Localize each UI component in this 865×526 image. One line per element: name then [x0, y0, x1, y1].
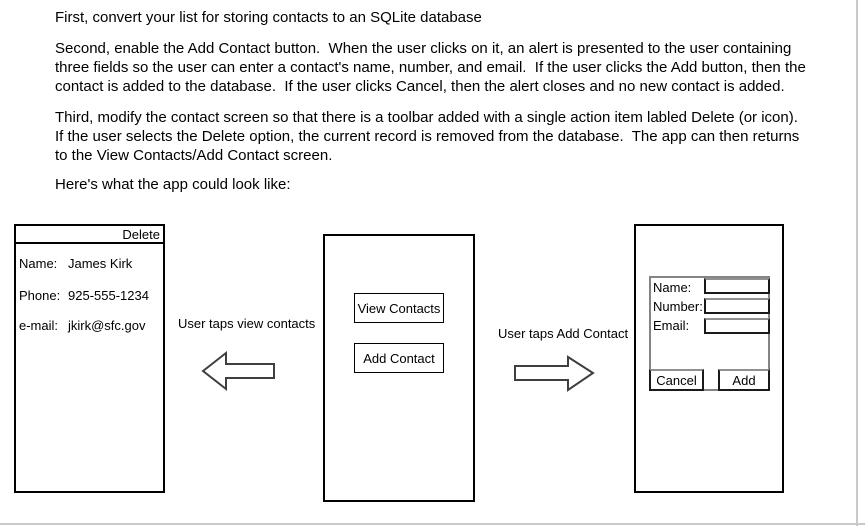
- add-contact-alert: Name: Number: Email: Cancel Add: [649, 276, 770, 391]
- add-contact-button[interactable]: Add Contact: [354, 343, 444, 373]
- contact-field-row: Phone: 925-555-1234: [19, 288, 161, 303]
- transition-left-label: User taps view contacts: [178, 316, 316, 331]
- instructions-paragraph-4: Here's what the app could look like:: [55, 175, 291, 194]
- text-line: contact is added to the database. If the…: [55, 78, 785, 95]
- contact-toolbar: Delete: [16, 226, 163, 244]
- instructions-paragraph-3: Third, modify the contact screen so that…: [55, 108, 799, 165]
- contact-field-label: Name:: [19, 256, 58, 271]
- dialog-field-label: Name:: [653, 280, 692, 295]
- contact-field-row: Name: James Kirk: [19, 256, 161, 271]
- instructions-paragraph-2: Second, enable the Add Contact button. W…: [55, 39, 806, 96]
- view-contacts-button[interactable]: View Contacts: [354, 293, 444, 323]
- left-arrow-icon: [201, 350, 275, 392]
- dialog-field-label: Email:: [653, 318, 690, 333]
- text-line: Third, modify the contact screen so that…: [55, 109, 798, 126]
- transition-right-label: User taps Add Contact: [498, 326, 629, 341]
- instructions-paragraph-1: First, convert your list for storing con…: [55, 8, 482, 27]
- page-bottom-edge: [0, 523, 865, 525]
- contact-field-value: James Kirk: [68, 256, 133, 271]
- text-line: Second, enable the Add Contact button. W…: [55, 40, 792, 57]
- number-input[interactable]: [704, 298, 770, 314]
- name-input[interactable]: [704, 278, 770, 294]
- contact-field-value: jkirk@sfc.gov: [68, 318, 146, 333]
- text-line: If the user selects the Delete option, t…: [55, 128, 800, 145]
- contact-field-value: 925-555-1234: [68, 288, 149, 303]
- text-line: three fields so the user can enter a con…: [55, 59, 806, 76]
- text-line: to the View Contacts/Add Contact screen.: [55, 147, 333, 164]
- contact-field-row: e-mail: jkirk@sfc.gov: [19, 318, 161, 333]
- text-line: First, convert your list for storing con…: [55, 9, 482, 26]
- contact-field-label: e-mail:: [19, 318, 59, 333]
- wireframe-contact-screen: Delete Name: James Kirk Phone: 925-555-123…: [14, 224, 165, 493]
- email-input[interactable]: [704, 318, 770, 334]
- contact-field-label: Phone:: [19, 288, 61, 303]
- wireframe-add-contact-screen: Name: Number: Email: Cancel Add: [634, 224, 784, 493]
- right-arrow-icon: [514, 355, 595, 392]
- text-line: Here's what the app could look like:: [55, 176, 291, 193]
- add-button[interactable]: Add: [718, 369, 770, 391]
- wireframe-home-screen: View Contacts Add Contact: [323, 234, 475, 502]
- cancel-button[interactable]: Cancel: [649, 369, 704, 391]
- toolbar-delete-action[interactable]: Delete: [122, 227, 160, 242]
- dialog-field-label: Number:: [653, 299, 703, 314]
- page-right-edge: [856, 0, 858, 526]
